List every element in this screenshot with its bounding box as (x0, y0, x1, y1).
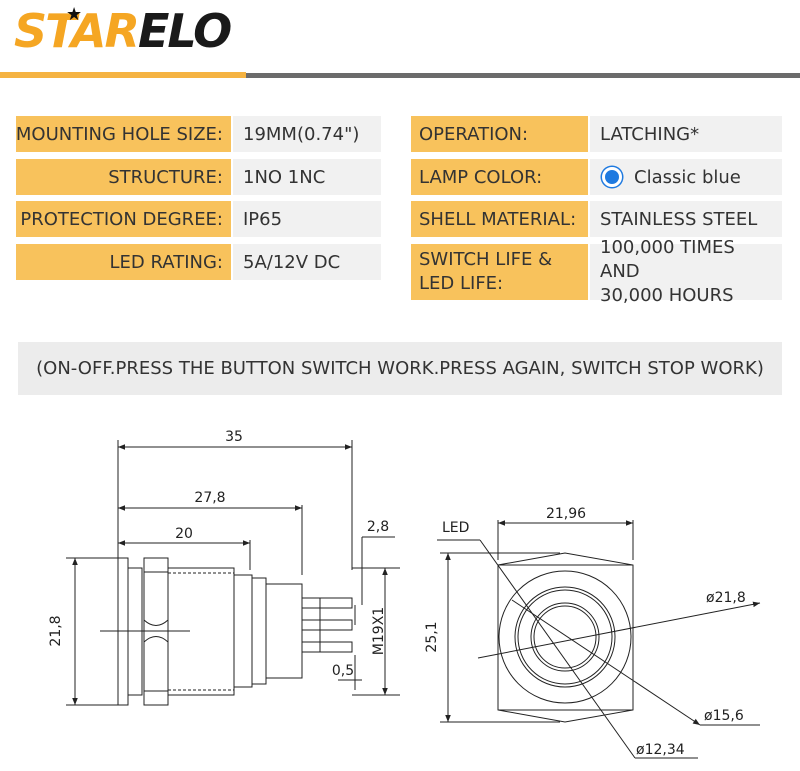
header-rule-accent (0, 72, 246, 78)
logo-text-part2: ELO (137, 4, 232, 58)
dim-side-height: 21,8 (48, 615, 64, 646)
spec-value-switch-life: 100,000 TIMES AND 30,000 HOURS (590, 237, 782, 306)
spec-value-switch-life-line1: 100,000 TIMES AND (600, 237, 735, 282)
spec-label-operation: OPERATION: (411, 116, 588, 152)
dim-gap: 0,5 (332, 663, 354, 679)
operation-note: (ON-OFF.PRESS THE BUTTON SWITCH WORK.PRE… (18, 342, 782, 395)
lamp-color-text: Classic blue (634, 166, 741, 188)
spec-value-lamp-color: Classic blue (590, 159, 782, 195)
logo-text-part1: STAR (14, 4, 140, 58)
spec-value-operation: LATCHING* (590, 116, 782, 152)
spec-value-switch-life-line2: 30,000 HOURS (600, 285, 734, 306)
spec-label-led-rating: LED RATING: (16, 244, 231, 280)
spec-label-switch-life-line1: SWITCH LIFE & (419, 249, 553, 270)
star-icon: ★ (66, 4, 83, 25)
spec-label-switch-life: SWITCH LIFE & LED LIFE: (411, 244, 588, 300)
spec-value-shell-material: STAINLESS STEEL (590, 201, 782, 237)
spec-value-mounting-hole: 19MM(0.74") (233, 116, 381, 152)
spec-label-switch-life-line2: LED LIFE: (419, 273, 504, 294)
color-swatch-icon (602, 167, 622, 187)
dim-front-height: 25,1 (424, 621, 440, 652)
spec-label-mounting-hole: MOUNTING HOLE SIZE: (16, 116, 231, 152)
label-led: LED (442, 520, 469, 536)
dim-terminal-width: 2,8 (367, 519, 389, 535)
brand-logo: STARELO (14, 0, 232, 62)
front-view-drawing (437, 520, 761, 759)
dim-diameter-mid: ø15,6 (704, 708, 744, 724)
spec-label-protection: PROTECTION DEGREE: (16, 201, 231, 237)
dim-body-length: 27,8 (194, 490, 225, 506)
dim-diameter-inner: ø12,34 (636, 742, 685, 758)
spec-label-lamp-color: LAMP COLOR: (411, 159, 588, 195)
dim-total-length: 35 (225, 429, 243, 445)
spec-value-protection: IP65 (233, 201, 381, 237)
spec-label-structure: STRUCTURE: (16, 159, 231, 195)
side-view-drawing (66, 440, 400, 706)
dim-across-flats: 21,96 (546, 506, 586, 522)
dim-front-length: 20 (175, 526, 193, 542)
dim-thread-size: M19X1 (371, 607, 387, 655)
spec-label-shell-material: SHELL MATERIAL: (411, 201, 588, 237)
spec-value-led-rating: 5A/12V DC (233, 244, 381, 280)
header-rule-gray (246, 73, 800, 78)
spec-value-structure: 1NO 1NC (233, 159, 381, 195)
dim-diameter-outer: ø21,8 (706, 590, 746, 606)
